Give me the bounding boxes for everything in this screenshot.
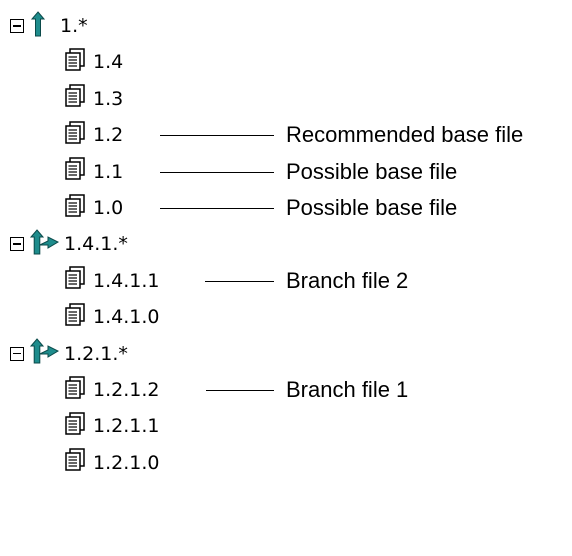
group-label: 1.2.1.* — [64, 342, 128, 365]
side-branch-icon — [29, 229, 60, 260]
revision-item[interactable]: 1.1 — [64, 157, 123, 187]
revision-label: 1.2 — [93, 124, 124, 147]
revision-label: 1.0 — [93, 197, 124, 219]
file-icon — [64, 412, 86, 441]
file-icon — [64, 266, 86, 295]
annotation-leader-line — [205, 280, 274, 282]
revision-item[interactable]: 1.4.1.0 — [64, 302, 159, 332]
revision-label: 1.4.1.0 — [93, 306, 160, 329]
annotation-text: Possible base file — [286, 195, 458, 220]
revision-label: 1.2.1.2 — [93, 379, 160, 401]
revision-item[interactable]: 1.4.1.1 — [64, 266, 159, 296]
annotation-text: Branch file 2 — [286, 267, 409, 293]
revision-label: 1.2.1.0 — [93, 451, 160, 474]
file-icon — [64, 193, 86, 223]
file-icon — [64, 120, 86, 150]
revision-label: 1.1 — [93, 160, 124, 183]
file-icon — [64, 375, 86, 405]
collapse-toggle-icon[interactable] — [10, 346, 24, 361]
collapse-toggle-icon[interactable] — [10, 237, 24, 252]
annotation-text: Branch file 1 — [286, 377, 409, 402]
revision-label: 1.2.1.1 — [93, 415, 160, 438]
annotation-leader-line — [160, 171, 274, 173]
revision-label: 1.4 — [93, 51, 124, 74]
revision-item[interactable]: 1.0 — [64, 193, 123, 223]
group-label: 1.* — [60, 15, 88, 37]
file-icon — [64, 302, 86, 332]
file-icon — [64, 157, 86, 186]
revision-item[interactable]: 1.2 — [64, 120, 123, 150]
revision-item[interactable]: 1.3 — [64, 84, 123, 114]
group-label: 1.4.1.* — [64, 233, 128, 256]
annotation-leader-line — [160, 208, 274, 209]
annotation-text: Possible base file — [286, 158, 458, 184]
revision-label: 1.4.1.1 — [93, 269, 160, 292]
revision-item[interactable]: 1.4 — [64, 47, 123, 77]
group-node[interactable]: 1.4.1.* — [10, 229, 128, 259]
side-branch-icon — [29, 338, 60, 369]
file-icon — [64, 84, 86, 113]
annotation-leader-line — [206, 390, 274, 391]
annotation-leader-line — [160, 135, 274, 137]
group-node[interactable]: 1.* — [10, 10, 88, 42]
revision-item[interactable]: 1.2.1.0 — [64, 448, 159, 478]
revision-item[interactable]: 1.2.1.2 — [64, 375, 159, 405]
trunk-branch-icon — [30, 10, 46, 42]
annotation-text: Recommended base file — [286, 122, 524, 148]
file-icon — [64, 448, 86, 477]
group-node[interactable]: 1.2.1.* — [10, 338, 128, 369]
file-icon — [64, 48, 86, 77]
collapse-toggle-icon[interactable] — [10, 19, 24, 33]
revision-item[interactable]: 1.2.1.1 — [64, 411, 159, 441]
revision-label: 1.3 — [93, 87, 124, 110]
